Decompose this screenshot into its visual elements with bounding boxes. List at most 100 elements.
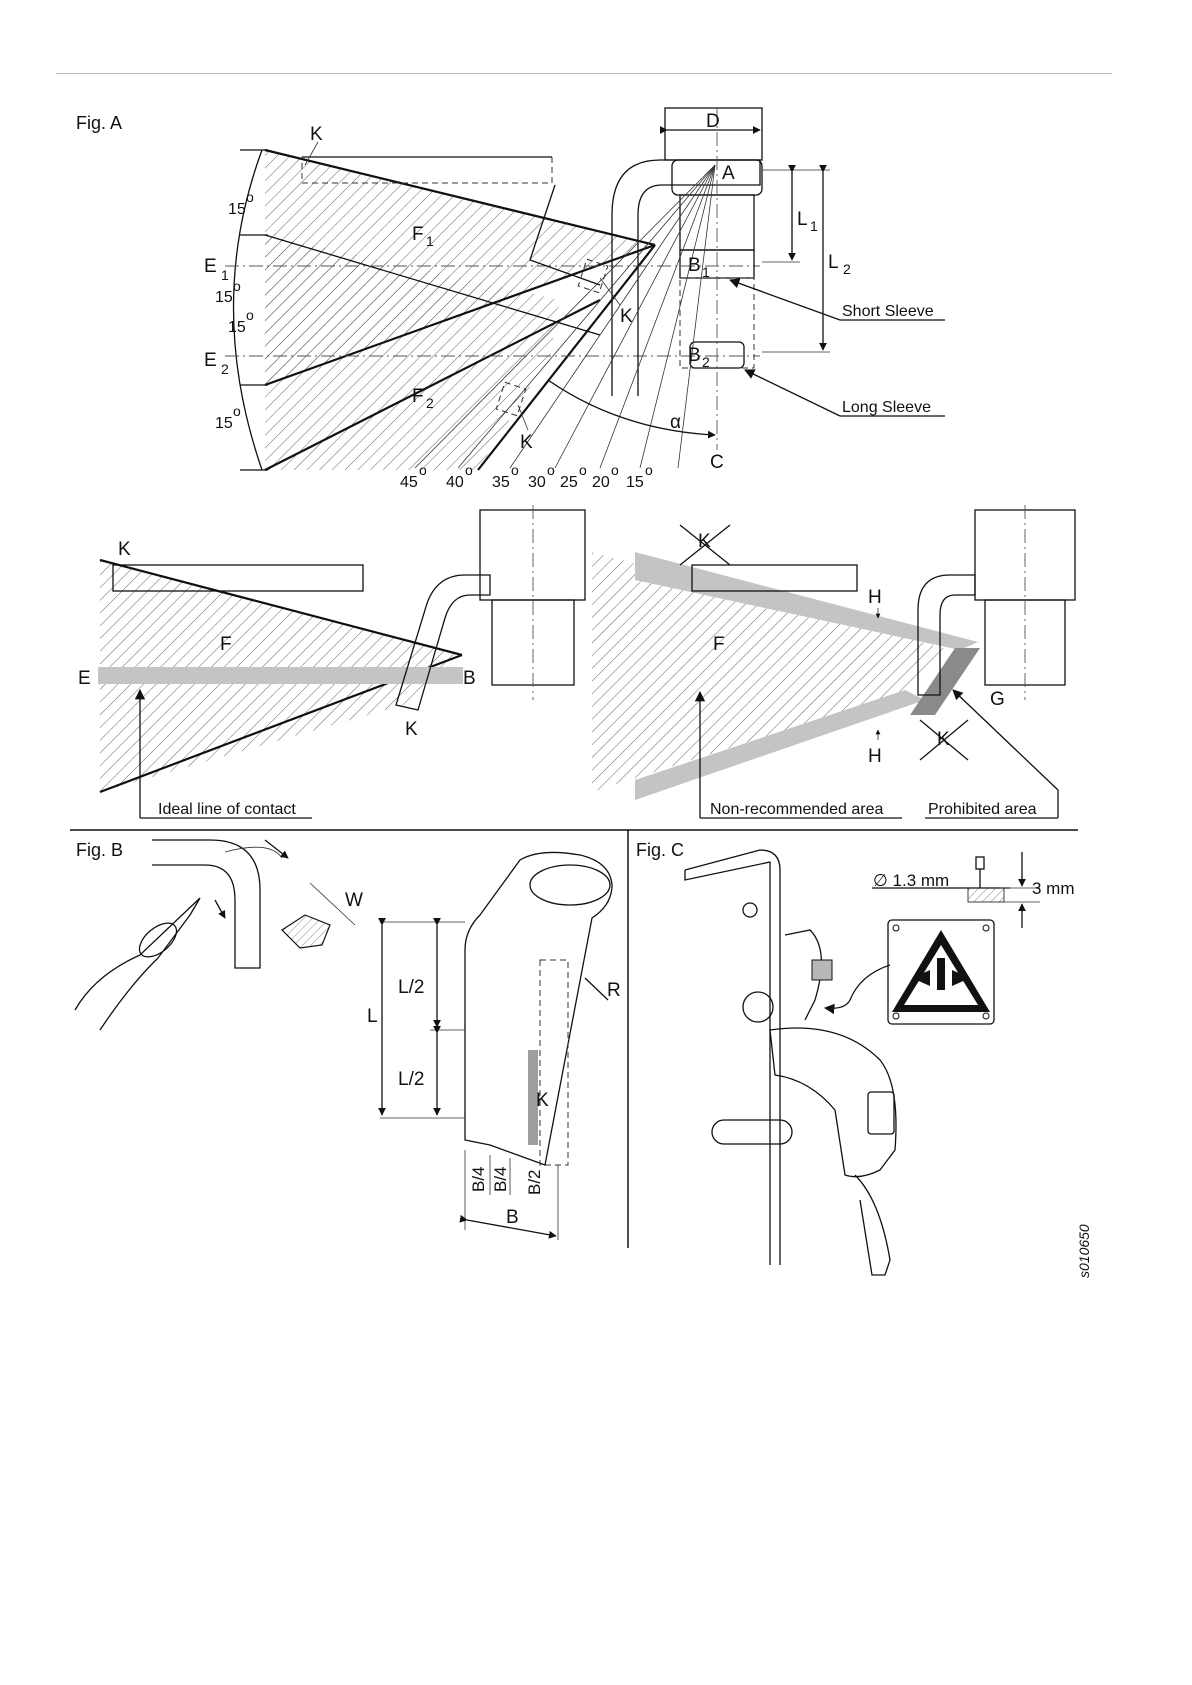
fig-a-e1-sub: 1 xyxy=(221,267,229,283)
figure-a-title: Fig. A xyxy=(76,113,122,133)
svg-text:45: 45 xyxy=(400,474,418,491)
panel-screw xyxy=(743,903,757,917)
figure-b-title: Fig. B xyxy=(76,840,123,860)
long-sleeve-label: Long Sleeve xyxy=(842,399,931,416)
contact-left-b: B xyxy=(463,668,476,689)
sign-corner-3 xyxy=(893,1013,899,1019)
fig-a-b1: B xyxy=(688,255,701,276)
fig-a-b2-sub: 2 xyxy=(702,354,710,370)
svg-text:35: 35 xyxy=(492,474,510,491)
fig-a-c: C xyxy=(710,452,724,473)
fig-a-k-top: K xyxy=(310,124,323,145)
svg-text:o: o xyxy=(419,462,427,478)
ideal-line-label: Ideal line of contact xyxy=(158,801,296,818)
fig-b-b: B xyxy=(506,1207,519,1228)
ring-wrench-ghost xyxy=(540,960,568,1165)
sign-corner-1 xyxy=(893,925,899,931)
fig-a-b2: B xyxy=(688,345,701,366)
contact-right-g: G xyxy=(990,689,1005,710)
contact-right-h-bottom: H xyxy=(868,746,882,767)
left-angle-labels: 15 o 15 o 15 o 15 o xyxy=(215,189,254,432)
fig-a-d: D xyxy=(706,111,720,132)
fig-b-w: W xyxy=(345,890,363,911)
figure-b: Fig. B W R L L/2 L/2 K xyxy=(75,840,621,1240)
ideal-contact-band xyxy=(98,667,463,684)
svg-text:15: 15 xyxy=(228,319,246,336)
fig-a-l1-sub: 1 xyxy=(810,218,818,234)
fig-b-r: R xyxy=(607,980,621,1001)
contact-left-f: F xyxy=(220,634,232,655)
fig-b-l-half-bottom: L/2 xyxy=(398,1069,424,1090)
sign-corner-2 xyxy=(983,925,989,931)
fig-a-l2-sub: 2 xyxy=(843,261,851,277)
depth-hatch xyxy=(968,888,1004,902)
grinding-arc xyxy=(225,847,282,858)
prohibited-label: Prohibited area xyxy=(928,801,1037,818)
contact-diagram-ideal: K F E B K Ideal line of contact xyxy=(78,505,585,818)
svg-text:o: o xyxy=(233,403,241,419)
pinch-hand-icon xyxy=(937,958,945,990)
svg-text:25: 25 xyxy=(560,474,578,491)
tool-panel-edge xyxy=(685,862,770,1265)
fig-a-b1-sub: 1 xyxy=(702,264,710,280)
contact-right-f: F xyxy=(713,634,725,655)
depth-label: 3 mm xyxy=(1032,879,1075,898)
svg-text:o: o xyxy=(246,307,254,323)
document-code: s010650 xyxy=(1076,1224,1092,1278)
svg-text:15: 15 xyxy=(215,289,233,306)
ring-wrench-body xyxy=(465,852,612,1165)
svg-text:30: 30 xyxy=(528,474,546,491)
svg-text:o: o xyxy=(465,462,473,478)
fig-a-k-3: K xyxy=(520,432,533,453)
nutrunner-handle xyxy=(855,1175,890,1275)
fig-a-e2: E xyxy=(204,350,217,371)
grind-arrow-2 xyxy=(215,900,225,918)
w-section xyxy=(282,915,330,948)
fig-a-l1: L xyxy=(797,209,808,230)
screw-head-icon xyxy=(976,857,984,869)
grinder-tool-collar xyxy=(133,917,182,964)
fig-a-f1-sub: 1 xyxy=(426,233,434,249)
fig-a-alpha: α xyxy=(670,412,681,433)
contact-right-h-top: H xyxy=(868,587,882,608)
long-sleeve-arrow xyxy=(745,370,840,416)
fig-a-a: A xyxy=(722,163,735,184)
svg-text:40: 40 xyxy=(446,474,464,491)
fig-b-b4-b: B/4 xyxy=(491,1166,510,1192)
nutrunner-nose xyxy=(743,992,773,1022)
contact-right-k-top: K xyxy=(698,531,711,552)
short-sleeve-label: Short Sleeve xyxy=(842,303,934,320)
fig-a-e1: E xyxy=(204,256,217,277)
sign-corner-4 xyxy=(983,1013,989,1019)
ring-wrench-ring xyxy=(530,865,610,905)
fig-b-l-half-top: L/2 xyxy=(398,977,424,998)
fig-a-f2-sub: 2 xyxy=(426,395,434,411)
fig-a-f2: F xyxy=(412,386,424,407)
contact-left-e: E xyxy=(78,668,91,689)
figure-c: Fig. C ∅ 1.3 mm xyxy=(636,840,1075,1275)
svg-text:15: 15 xyxy=(215,415,233,432)
svg-text:15: 15 xyxy=(626,474,644,491)
fig-a-k-2: K xyxy=(620,306,633,327)
contact-diagram-prohibited: K H F G K H Non-recommended area Prohibi… xyxy=(592,505,1075,818)
contact-right-k-bottom: K xyxy=(937,729,950,750)
fig-a-f1: F xyxy=(412,224,424,245)
svg-text:15: 15 xyxy=(228,201,246,218)
nutrunner-body xyxy=(770,1028,896,1177)
grinder-tool xyxy=(75,898,200,1030)
r-leader xyxy=(585,978,608,1000)
fig-b-b4-a: B/4 xyxy=(469,1166,488,1192)
fig-b-b2: B/2 xyxy=(525,1169,544,1195)
contact-left-k-bottom: K xyxy=(405,719,418,740)
diameter-label: ∅ 1.3 mm xyxy=(873,871,949,890)
fig-a-l2: L xyxy=(828,252,839,273)
fig-b-k: K xyxy=(536,1090,549,1111)
fig-b-l: L xyxy=(367,1006,378,1027)
contact-left-k-top: K xyxy=(118,539,131,560)
svg-text:20: 20 xyxy=(592,474,610,491)
warning-pointer-arrow xyxy=(825,965,890,1008)
fig-a-e2-sub: 2 xyxy=(221,361,229,377)
left-nut xyxy=(480,510,585,600)
reaction-arm-pad xyxy=(812,960,832,980)
